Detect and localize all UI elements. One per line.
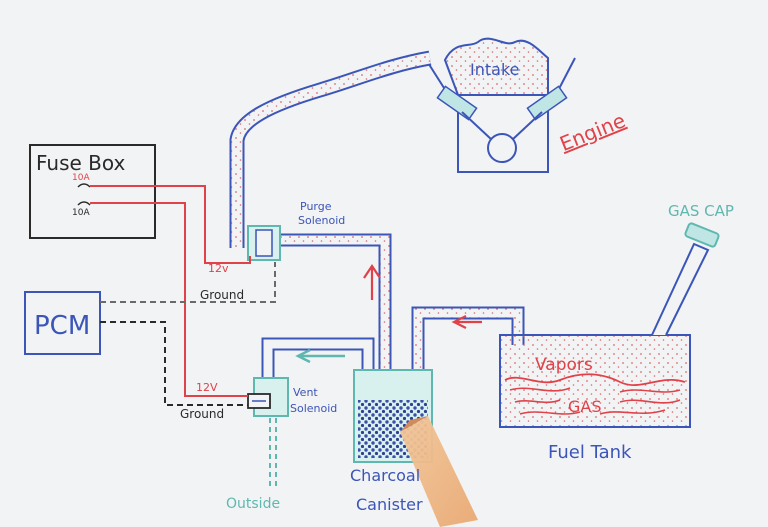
vent-solenoid-label-2: Solenoid — [290, 402, 337, 415]
engine — [424, 37, 576, 173]
fuse-box-label: Fuse Box — [36, 151, 126, 175]
pcm-label: PCM — [34, 311, 90, 341]
crankshaft — [487, 133, 517, 163]
vent-flow-arrow — [295, 348, 345, 364]
charcoal-canister-label-2: Canister — [356, 495, 423, 514]
power-wire-vent — [90, 202, 248, 397]
vent-solenoid — [247, 377, 289, 417]
outside-label: Outside — [226, 496, 280, 512]
gas-label: GAS — [568, 397, 602, 416]
power-wire-purge — [90, 185, 251, 264]
gas-cap-label: GAS CAP — [668, 202, 734, 220]
right-piston — [526, 85, 568, 121]
purge-solenoid — [247, 225, 281, 261]
vent-solenoid-label-1: Vent — [293, 386, 318, 399]
filler-neck — [651, 242, 710, 336]
marker-pen — [400, 416, 478, 527]
vapors-label: Vapors — [535, 355, 593, 375]
ground-wire-purge — [100, 262, 276, 303]
charcoal-canister-label-1: Charcoal — [350, 466, 420, 485]
left-piston — [436, 85, 478, 121]
fuse-2-rating: 10A — [72, 208, 90, 218]
fuel-tank-label: Fuel Tank — [548, 442, 632, 463]
ground-wire-vent — [100, 321, 248, 406]
fuel-tank — [499, 222, 720, 428]
purge-flow-arrow — [363, 264, 381, 300]
purge-ground-label: Ground — [200, 288, 244, 302]
tank-flow-arrow — [451, 315, 482, 329]
purge-solenoid-label-2: Solenoid — [298, 214, 345, 227]
gas-cap-icon — [684, 222, 720, 248]
engine-label: Engine — [556, 108, 629, 156]
fuse-box — [29, 144, 156, 239]
purge-solenoid-label-1: Purge — [300, 200, 332, 213]
vent-ground-label: Ground — [180, 407, 224, 421]
purge-voltage-label: 12v — [208, 262, 229, 275]
vent-voltage-label: 12V — [196, 381, 218, 394]
fuse-1-rating: 10A — [72, 173, 90, 183]
intake-label: Intake — [470, 60, 519, 79]
